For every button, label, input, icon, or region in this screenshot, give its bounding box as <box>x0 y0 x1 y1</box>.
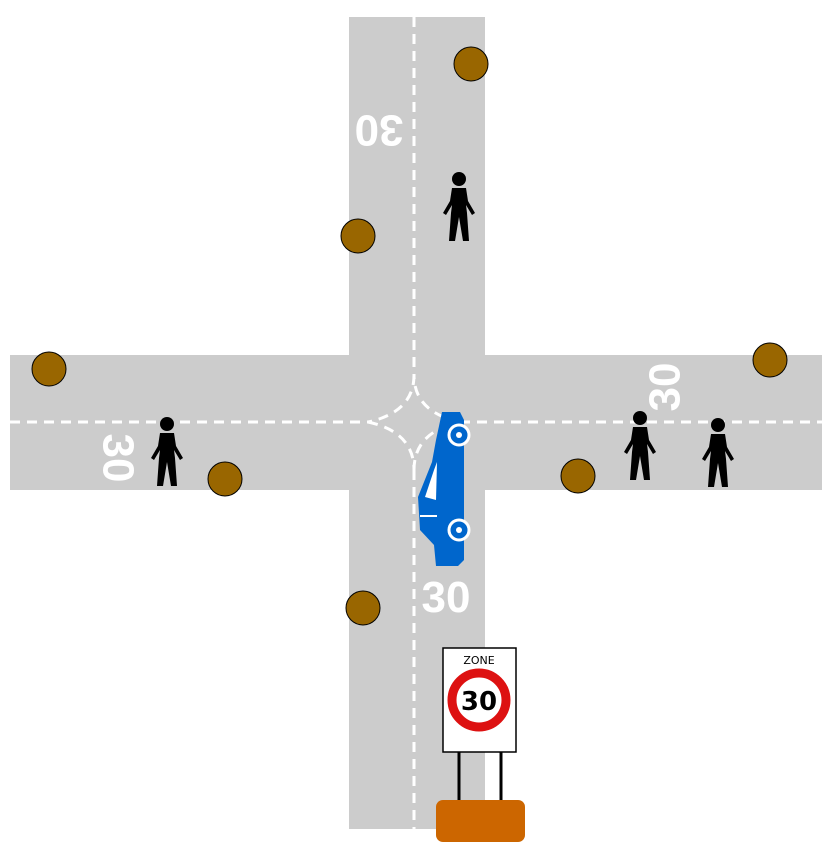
tree <box>345 590 381 626</box>
tree <box>560 458 596 494</box>
car-icon <box>418 412 471 566</box>
sign-zone-label: ZONE <box>463 654 494 667</box>
car-window <box>425 462 437 500</box>
intersection-curves <box>367 374 461 471</box>
tree <box>752 342 788 378</box>
sign-base <box>436 800 525 842</box>
road-marking-south: 30 <box>422 573 471 622</box>
car-hubcap-rear <box>456 527 462 533</box>
road-markings-30: 30 30 30 30 <box>94 106 690 623</box>
trees <box>31 46 788 626</box>
car-hubcap-front <box>456 432 462 438</box>
lane-markings <box>10 17 822 829</box>
road-marking-west: 30 <box>94 434 143 483</box>
tree <box>453 46 489 82</box>
zone-sign: ZONE 30 <box>436 647 525 842</box>
road-marking-north: 30 <box>355 106 404 155</box>
sign-speed-ring <box>447 668 511 732</box>
road-marking-east: 30 <box>641 363 690 412</box>
sign-speed-label: 30 <box>461 687 497 717</box>
tree <box>340 218 376 254</box>
tree <box>31 351 67 387</box>
tree <box>207 461 243 497</box>
